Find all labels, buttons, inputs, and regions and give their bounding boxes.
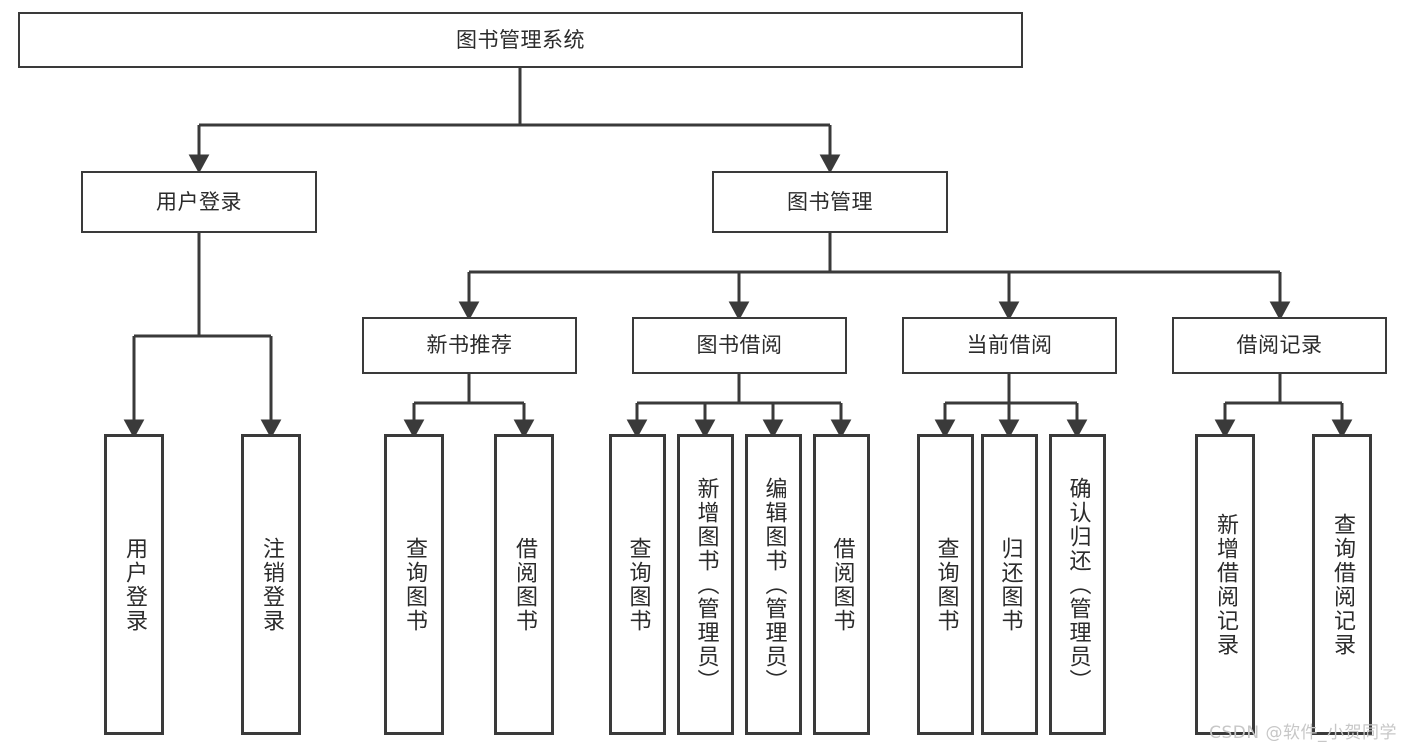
node-current-borrow-label: 当前借阅 — [966, 333, 1053, 358]
leaf-user-login-logout-label: 注销登录 — [259, 536, 284, 633]
node-borrow-record[interactable]: 借阅记录 — [1172, 317, 1387, 374]
leaf-borrow-record-add-record[interactable]: 新增借阅记录 — [1195, 434, 1255, 735]
node-new-book-recommend[interactable]: 新书推荐 — [362, 317, 577, 374]
leaf-current-borrow-confirm-return[interactable]: 确认归还（管理员） — [1049, 434, 1106, 735]
csdn-watermark: CSDN @软件_小贺同学 — [1209, 723, 1397, 743]
leaf-current-borrow-return-book[interactable]: 归还图书 — [981, 434, 1038, 735]
leaf-user-login-logout[interactable]: 注销登录 — [241, 434, 301, 735]
node-book-borrow[interactable]: 图书借阅 — [632, 317, 847, 374]
leaf-user-login-login-label: 用户登录 — [122, 536, 147, 633]
leaf-new-book-borrow-book[interactable]: 借阅图书 — [494, 434, 554, 735]
leaf-current-borrow-confirm-return-label: 确认归还（管理员） — [1065, 476, 1091, 693]
node-book-borrow-label: 图书借阅 — [696, 333, 783, 358]
leaf-user-login-login[interactable]: 用户登录 — [104, 434, 164, 735]
node-root-book-management-system[interactable]: 图书管理系统 — [18, 12, 1023, 68]
leaf-current-borrow-return-book-label: 归还图书 — [997, 536, 1023, 633]
leaf-book-borrow-borrow-book[interactable]: 借阅图书 — [813, 434, 870, 735]
node-new-book-recommend-label: 新书推荐 — [426, 333, 513, 358]
leaf-borrow-record-query-record[interactable]: 查询借阅记录 — [1312, 434, 1372, 735]
node-current-borrow[interactable]: 当前借阅 — [902, 317, 1117, 374]
leaf-book-borrow-query-book[interactable]: 查询图书 — [609, 434, 666, 735]
leaf-book-borrow-add-book[interactable]: 新增图书（管理员） — [677, 434, 734, 735]
leaf-new-book-query-book-label: 查询图书 — [402, 536, 427, 633]
leaf-current-borrow-query-book-label: 查询图书 — [933, 536, 959, 633]
node-user-login-label: 用户登录 — [156, 189, 242, 214]
leaf-new-book-borrow-book-label: 借阅图书 — [512, 536, 537, 633]
leaf-book-borrow-edit-book[interactable]: 编辑图书（管理员） — [745, 434, 802, 735]
node-book-management[interactable]: 图书管理 — [712, 171, 948, 233]
leaf-current-borrow-query-book[interactable]: 查询图书 — [917, 434, 974, 735]
leaf-book-borrow-add-book-label: 新增图书（管理员） — [693, 476, 719, 693]
leaf-borrow-record-query-record-label: 查询借阅记录 — [1330, 512, 1355, 657]
leaf-book-borrow-query-book-label: 查询图书 — [625, 536, 651, 633]
node-user-login[interactable]: 用户登录 — [81, 171, 317, 233]
leaf-book-borrow-edit-book-label: 编辑图书（管理员） — [761, 476, 787, 693]
leaf-new-book-query-book[interactable]: 查询图书 — [384, 434, 444, 735]
leaf-book-borrow-borrow-book-label: 借阅图书 — [829, 536, 855, 633]
node-root-label: 图书管理系统 — [456, 27, 585, 52]
node-borrow-record-label: 借阅记录 — [1236, 333, 1323, 358]
leaf-borrow-record-add-record-label: 新增借阅记录 — [1213, 512, 1238, 657]
node-book-management-label: 图书管理 — [787, 189, 873, 214]
